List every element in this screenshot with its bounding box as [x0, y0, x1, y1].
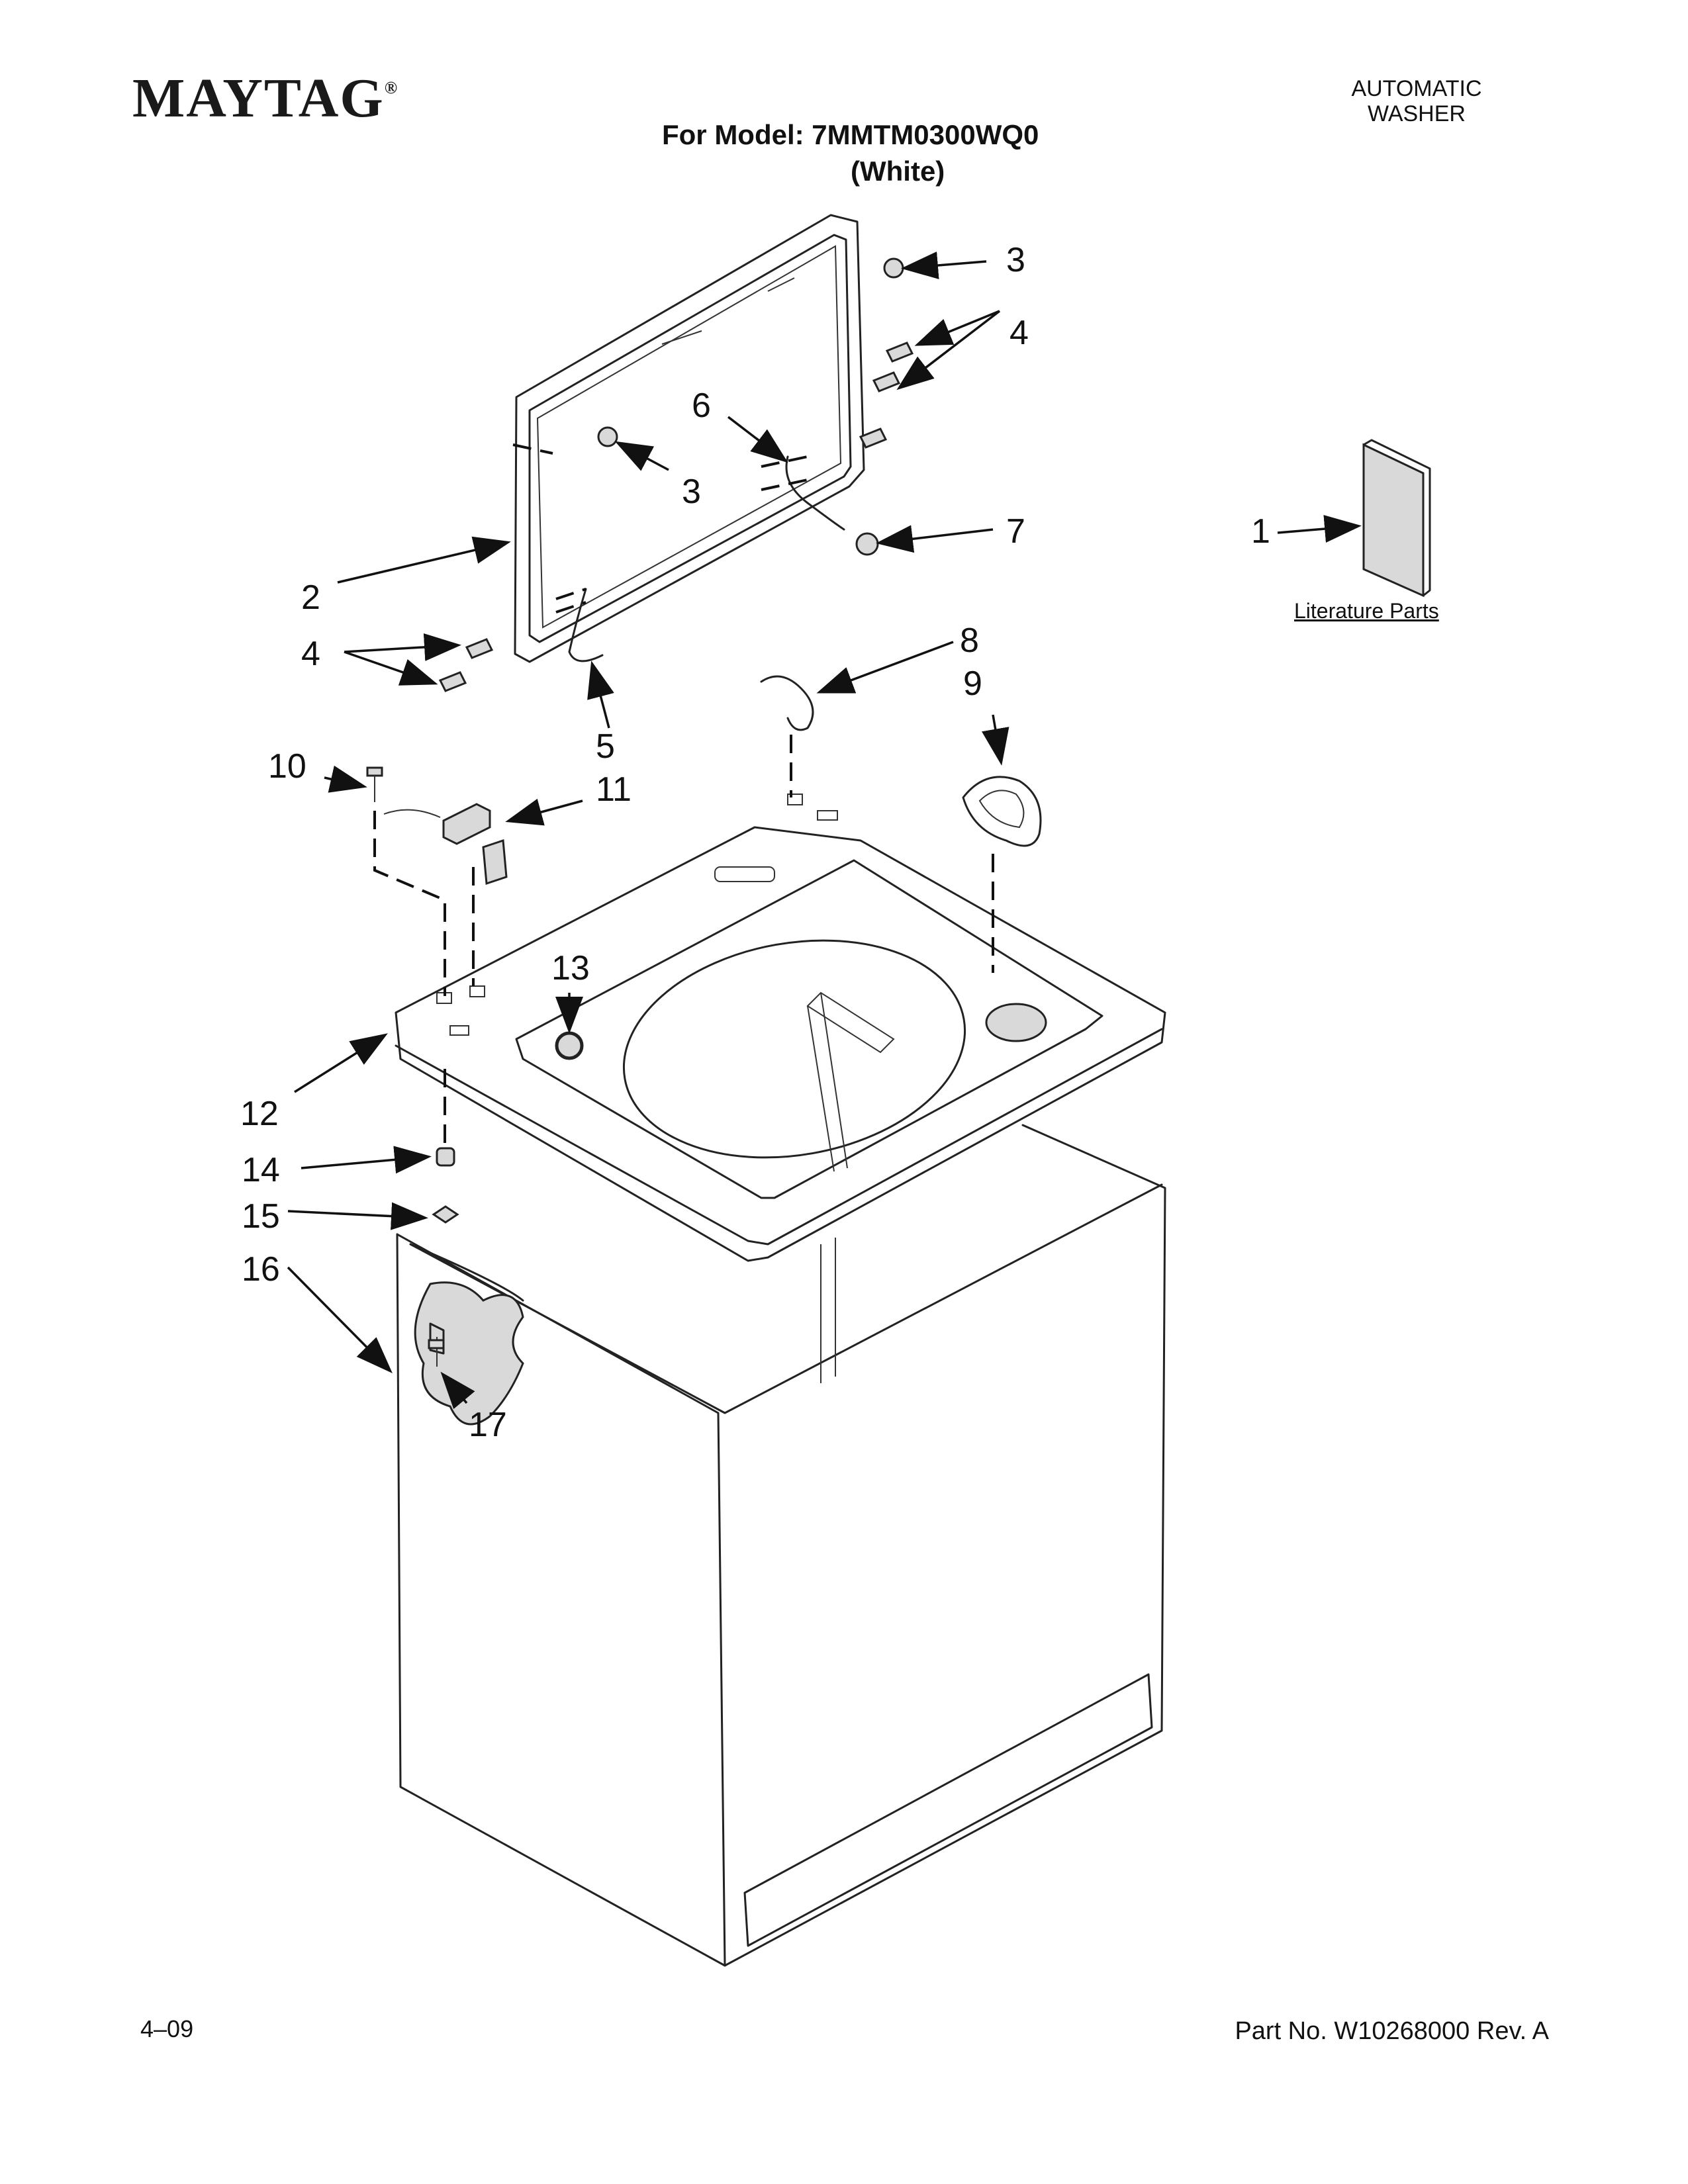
product-type-line1: AUTOMATIC [1351, 76, 1482, 101]
hinge-screws-left [438, 638, 494, 692]
assembly-lines [373, 443, 994, 1145]
callout-4-right: 4 [1009, 314, 1029, 352]
callout-2: 2 [301, 578, 320, 617]
callout-13: 13 [551, 949, 590, 987]
nut-part [436, 1147, 455, 1167]
lid-switch-part [383, 803, 508, 886]
callout-1: 1 [1251, 512, 1270, 551]
callout-4-left: 4 [301, 635, 320, 673]
callout-6: 6 [692, 387, 711, 425]
callout-17: 17 [469, 1406, 507, 1444]
bushing-part [556, 1032, 583, 1059]
hinge-bolt-lid [597, 426, 618, 447]
callout-16: 16 [242, 1250, 280, 1289]
callout-11: 11 [596, 770, 632, 809]
product-type-line2: WASHER [1368, 101, 1466, 126]
model-color: (White) [851, 156, 945, 187]
part-number: Part No. W10268000 Rev. A [1235, 2017, 1549, 2045]
brand-name: MAYTAG [132, 68, 385, 129]
callout-14: 14 [242, 1151, 280, 1189]
clip-part [432, 1205, 459, 1224]
screw-part-17 [428, 1339, 445, 1349]
snubber-clip-part [760, 675, 814, 731]
literature-booklet [1362, 439, 1431, 598]
top-panel-part [395, 794, 1166, 1262]
registered-mark: ® [384, 78, 399, 97]
product-type: AUTOMATIC WASHER [1284, 76, 1549, 126]
callout-numbers: 1 2 3 3 4 4 5 6 7 8 9 10 11 12 13 14 15 … [240, 241, 1270, 1444]
leader-lines [287, 251, 1362, 1410]
brand-logo: MAYTAG® [132, 66, 399, 130]
bumper-part [855, 532, 879, 556]
hinge-rod-left [568, 588, 604, 662]
hinge-screws-right [859, 341, 914, 449]
detail-bubble [414, 1281, 524, 1426]
callout-10: 10 [268, 747, 306, 786]
callout-7: 7 [1006, 512, 1025, 551]
dispenser-part [962, 776, 1042, 847]
callout-15: 15 [242, 1197, 280, 1236]
callout-9: 9 [963, 664, 982, 703]
callout-12: 12 [240, 1095, 279, 1133]
callout-3-upper: 3 [1006, 241, 1025, 279]
hinge-bolt-upper [883, 257, 904, 279]
literature-parts-label: Literature Parts [1294, 599, 1439, 623]
callout-5: 5 [596, 727, 615, 766]
model-number: For Model: 7MMTM0300WQ0 [662, 119, 1039, 150]
hinge-rod-right [785, 455, 845, 531]
lid-part [514, 214, 865, 663]
lid-switch-screw [366, 766, 383, 802]
print-date: 4–09 [140, 2015, 194, 2042]
callout-3-lower: 3 [682, 473, 701, 511]
callout-8: 8 [960, 621, 979, 660]
